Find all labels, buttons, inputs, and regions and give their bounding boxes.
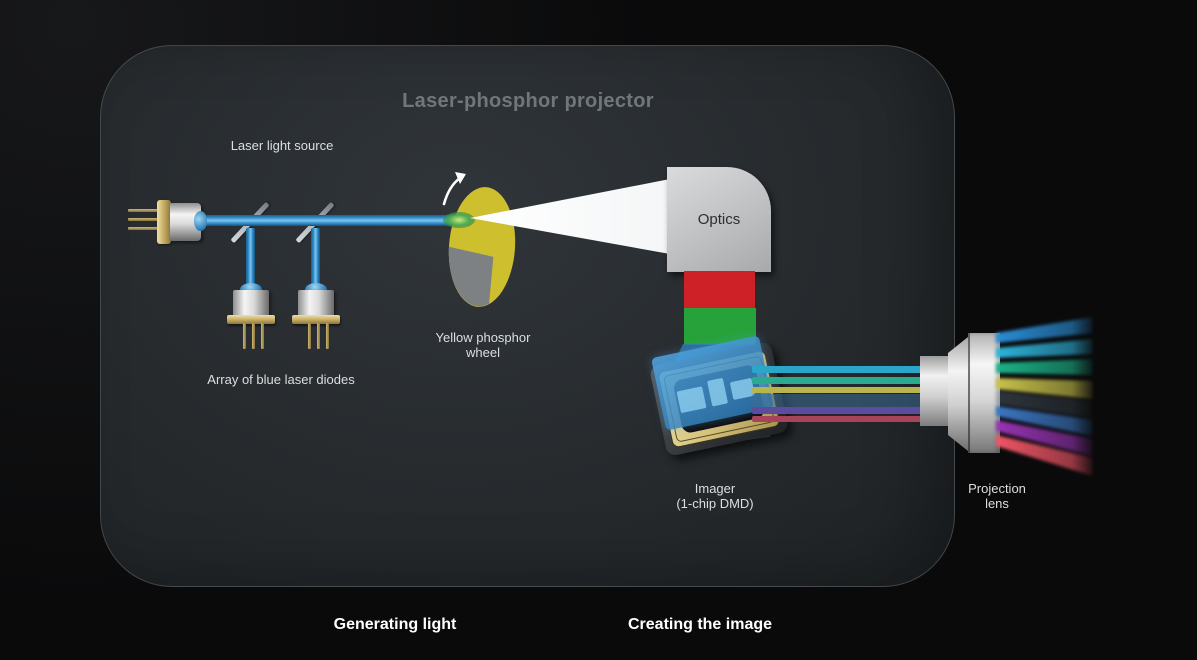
diode-lens: [194, 211, 207, 231]
projection-lens-barrel: [968, 333, 1000, 453]
fan-beam-gray-band: [996, 391, 1093, 418]
dmd-image-detail: [707, 377, 729, 407]
fan-beam-cyan: [996, 339, 1093, 358]
beam-wide-band: [752, 394, 924, 407]
diode-pin: [326, 323, 329, 349]
projection-lens-label: Projection lens: [947, 481, 1047, 511]
beam-purple: [752, 407, 924, 414]
fan-beam-red: [996, 435, 1093, 476]
diode-pin: [261, 323, 264, 349]
projected-beam-fan: [996, 317, 1093, 476]
diode-pin: [128, 218, 162, 221]
imager-label-line1: Imager: [694, 481, 736, 496]
diode-body: [298, 290, 334, 317]
diode-pin: [243, 323, 246, 349]
laser-light-source-label: Laser light source: [230, 138, 334, 153]
phosphor-wheel-label-line2: wheel: [466, 345, 500, 360]
red-light-segment: [684, 271, 755, 309]
projection-lens-label-line1: Projection: [968, 481, 1026, 496]
phosphor-wheel-label-line1: Yellow phosphor: [435, 330, 531, 345]
creating-the-image-section-label: Creating the image: [627, 616, 773, 633]
beam-teal: [752, 377, 924, 384]
optics-label: Optics: [697, 211, 741, 228]
beam-cyan: [752, 366, 924, 373]
imager-label: Imager (1-chip DMD): [653, 481, 777, 511]
main-blue-laser-beam: [199, 215, 456, 226]
diode-pin: [128, 227, 162, 230]
fan-beam-purple: [996, 420, 1093, 456]
beam-red: [752, 416, 924, 422]
generating-light-section-label: Generating light: [333, 616, 457, 633]
diode-pin: [308, 323, 311, 349]
diode-flange: [227, 315, 275, 324]
diode-body: [233, 290, 269, 317]
imager-label-line2: (1-chip DMD): [676, 496, 754, 511]
diode-pin: [128, 209, 162, 212]
fan-beam-teal: [996, 359, 1093, 375]
projection-lens-cone: [948, 337, 968, 451]
fan-beam-mid-blue: [996, 406, 1093, 436]
fan-beam-yellow: [996, 378, 1093, 399]
beam-yellow: [752, 387, 924, 393]
optics-box: Optics: [667, 167, 771, 272]
fan-beam-blue: [996, 317, 1093, 343]
vertical-laser-beam-2: [311, 228, 320, 286]
diode-pin: [252, 323, 255, 349]
diode-flange: [292, 315, 340, 324]
dmd-image-detail: [676, 386, 707, 414]
diode-pin: [317, 323, 320, 349]
projection-lens-back: [920, 356, 948, 426]
diagram-title: Laser-phosphor projector: [402, 90, 654, 112]
phosphor-wheel-label: Yellow phosphor wheel: [413, 330, 553, 360]
projection-lens-label-line2: lens: [985, 496, 1009, 511]
diode-flange: [157, 200, 171, 244]
vertical-laser-beam-1: [246, 228, 255, 286]
array-of-blue-laser-diodes-label: Array of blue laser diodes: [207, 372, 355, 387]
